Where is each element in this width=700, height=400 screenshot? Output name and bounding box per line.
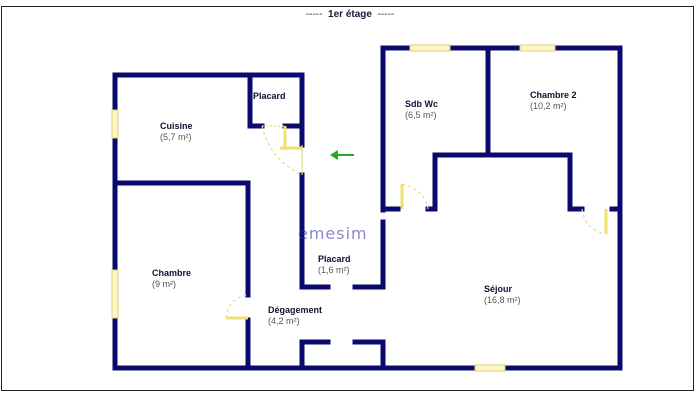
- room-name: Chambre 2: [530, 90, 577, 100]
- room-name: Séjour: [484, 284, 513, 294]
- room-name: Cuisine: [160, 121, 193, 131]
- room-area: (16,8 m²): [484, 295, 521, 305]
- room-placard-1: Placard: [253, 91, 286, 101]
- walls: [112, 45, 623, 371]
- floor-title: ----- 1er étage -----: [0, 9, 700, 20]
- room-sdb-wc: Sdb Wc (6,5 m²): [405, 99, 438, 120]
- room-area: (4,2 m²): [268, 316, 300, 326]
- arrow-left-icon: [330, 150, 354, 160]
- room-chambre-2: Chambre 2 (10,2 m²): [530, 90, 577, 111]
- windows: [111, 44, 556, 372]
- room-sejour: Séjour (16,8 m²): [484, 284, 521, 305]
- room-area: (1,6 m²): [318, 265, 350, 275]
- title-dash-left: -----: [305, 9, 323, 20]
- room-cuisine: Cuisine (5,7 m²): [160, 121, 193, 142]
- room-area: (6,5 m²): [405, 110, 437, 120]
- watermark: emesim: [298, 224, 368, 243]
- room-area: (10,2 m²): [530, 101, 567, 111]
- title-dash-right: -----: [377, 9, 395, 20]
- room-name: Sdb Wc: [405, 99, 438, 109]
- room-area: (9 m²): [152, 279, 176, 289]
- room-degagement: Dégagement (4,2 m²): [268, 305, 322, 326]
- room-placard-2: Placard (1,6 m²): [318, 254, 351, 275]
- room-chambre: Chambre (9 m²): [152, 268, 191, 289]
- room-name: Chambre: [152, 268, 192, 278]
- doors: [225, 125, 608, 320]
- plan-frame: [1, 6, 694, 391]
- floor-title-text: 1er étage: [328, 9, 372, 20]
- room-name: Dégagement: [268, 305, 323, 315]
- room-name: Placard: [253, 91, 286, 101]
- room-area: (5,7 m²): [160, 132, 192, 142]
- room-name: Placard: [318, 254, 351, 264]
